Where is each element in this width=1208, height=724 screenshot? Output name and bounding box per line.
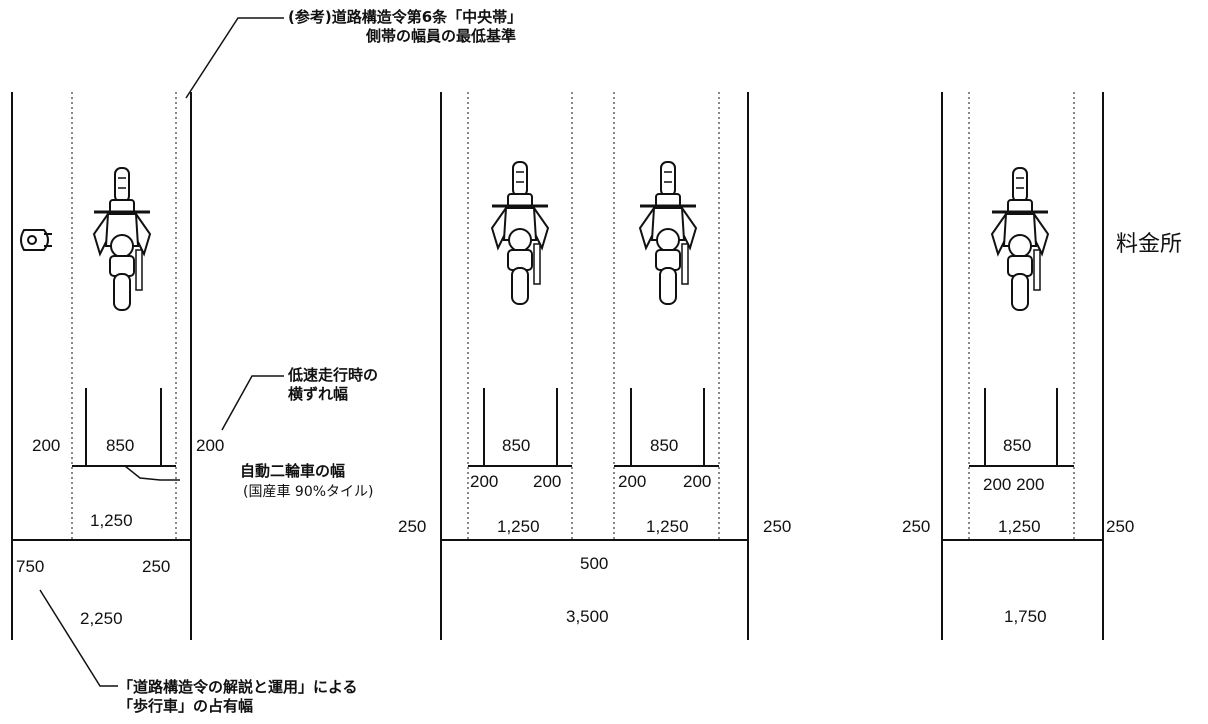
left-dim-1250: 1,250 bbox=[90, 511, 133, 530]
mid-lane2-dim-1250: 1,250 bbox=[646, 517, 689, 536]
pedestrian-icon bbox=[20, 229, 52, 251]
mid-lane1-dim-1250: 1,250 bbox=[497, 517, 540, 536]
leader-lines bbox=[39, 17, 284, 687]
panel-right bbox=[941, 92, 1104, 640]
mid-lane2-dim-850: 850 bbox=[650, 436, 679, 455]
motorcycle-icon bbox=[638, 160, 698, 306]
median-strip-note-line2: 側帯の幅員の最低基準 bbox=[366, 27, 517, 45]
mid-lane2-dim-200-left: 200 bbox=[618, 472, 647, 491]
motorcycle-width-note: 自動二輪車の幅 bbox=[240, 462, 346, 480]
left-dim-200-left: 200 bbox=[32, 436, 61, 455]
mid-lane1-dim-200-right: 200 bbox=[533, 472, 562, 491]
right-dim-1250: 1,250 bbox=[998, 517, 1041, 536]
lateral-shift-note-line2: 横ずれ幅 bbox=[288, 385, 349, 403]
lateral-shift-note: 低速走行時の 横ずれ幅 bbox=[288, 366, 378, 404]
mid-dim-500: 500 bbox=[580, 554, 609, 573]
lateral-shift-note-line1: 低速走行時の bbox=[288, 366, 379, 384]
right-dim-200-200: 200 200 bbox=[983, 475, 1045, 494]
left-dim-850: 850 bbox=[106, 436, 135, 455]
right-dim-850: 850 bbox=[1003, 436, 1032, 455]
right-dim-total: 1,750 bbox=[1004, 607, 1047, 626]
pedestrian-note-line1: 「道路構造令の解説と運用」による bbox=[118, 678, 358, 696]
toll-label: 料金所 bbox=[1116, 232, 1183, 257]
motorcycle-icon bbox=[490, 160, 550, 306]
median-strip-note-line1: (参考)道路構造令第6条「中央帯」 bbox=[288, 8, 523, 26]
left-dim-200-right: 200 bbox=[196, 436, 225, 455]
right-dim-250-left: 250 bbox=[902, 517, 931, 536]
motorcycle-icon bbox=[990, 166, 1050, 312]
motorcycle-width-source: (国産車 90%タイル) bbox=[243, 484, 374, 500]
pedestrian-note: 「道路構造令の解説と運用」による 「歩行車」の占有幅 bbox=[118, 678, 358, 716]
left-dim-total: 2,250 bbox=[80, 609, 123, 628]
panel-middle bbox=[440, 92, 749, 640]
mid-lane1-dim-200-left: 200 bbox=[470, 472, 499, 491]
mid-lane1-dim-850: 850 bbox=[502, 436, 531, 455]
right-dim-250-right: 250 bbox=[1106, 517, 1135, 536]
left-dim-250: 250 bbox=[142, 557, 171, 576]
mid-lane2-dim-200-right: 200 bbox=[683, 472, 712, 491]
left-dim-750: 750 bbox=[16, 557, 45, 576]
mid-dim-total: 3,500 bbox=[566, 607, 609, 626]
mid-dim-250-right: 250 bbox=[763, 517, 792, 536]
pedestrian-note-line2: 「歩行車」の占有幅 bbox=[118, 697, 254, 715]
median-strip-note: (参考)道路構造令第6条「中央帯」 側帯の幅員の最低基準 bbox=[288, 8, 522, 46]
mid-dim-250-left: 250 bbox=[398, 517, 427, 536]
motorcycle-icon bbox=[92, 166, 152, 312]
panel-left bbox=[11, 92, 192, 640]
